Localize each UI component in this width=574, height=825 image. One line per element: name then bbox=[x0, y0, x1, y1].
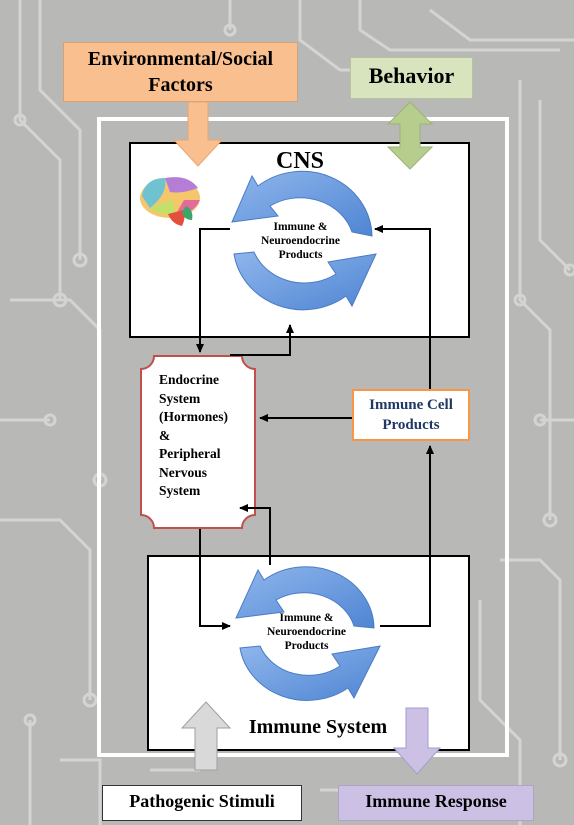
immune-cell-products-box bbox=[352, 389, 470, 441]
immune-cycle-label: Immune & Neuroendocrine Products bbox=[266, 612, 346, 652]
behavior-box bbox=[350, 57, 473, 99]
endocrine-label: Endocrine System (Hormones) & Peripheral… bbox=[159, 372, 228, 498]
outer-frame bbox=[97, 117, 509, 757]
immune-cell-products-label: Immune Cell Products bbox=[369, 397, 453, 433]
immune-response-label: Immune Response bbox=[365, 791, 507, 811]
cns-title: CNS bbox=[275, 148, 324, 174]
immune-system-title: Immune System bbox=[248, 716, 388, 738]
pathogenic-stimuli-label: Pathogenic Stimuli bbox=[129, 791, 275, 811]
env-factors-box bbox=[63, 42, 298, 102]
behavior-label: Behavior bbox=[368, 63, 455, 88]
pathogenic-stimuli-box bbox=[102, 785, 302, 821]
cns-cycle-label: Immune & Neuroendocrine Products bbox=[260, 221, 340, 261]
immune-response-box bbox=[338, 785, 534, 821]
env-factors-label: Environmental/Social Factors bbox=[87, 48, 274, 96]
